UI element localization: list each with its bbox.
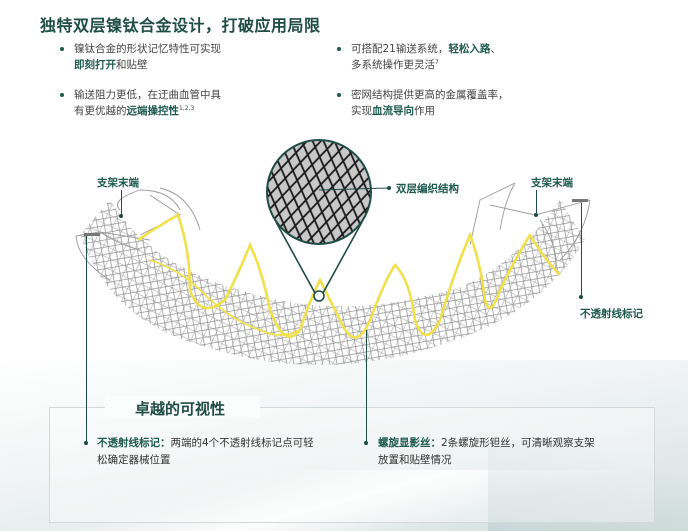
visibility-item-label: 螺旋显影丝： xyxy=(378,437,441,449)
visibility-item-marker: 不透射线标记：两端的4个不透射线标记点可轻 松确定器械位置 xyxy=(97,435,347,469)
visibility-item-text: 放置和贴壁情况 xyxy=(378,454,452,466)
leader-line xyxy=(581,203,582,297)
marker-left xyxy=(84,233,100,236)
feature-text: 作用 xyxy=(414,105,435,117)
feature-text: 多系统操作更灵活 xyxy=(351,59,435,71)
leader-line xyxy=(536,190,537,215)
feature-list-right: 可搭配21输送系统，轻松入路、 多系统操作更灵活7 密网结构提供更高的金属覆盖率… xyxy=(335,41,595,133)
label-stent-end-left: 支架末端 xyxy=(97,177,139,189)
visibility-item-text: 两端的4个不透射线标记点可轻 xyxy=(170,437,314,449)
citation: 1,2,3 xyxy=(179,105,195,112)
visibility-title: 卓越的可视性 xyxy=(135,400,226,418)
feature-text: 密网结构提供更高的金属覆盖率， xyxy=(351,89,509,101)
feature-text: 有更优越的 xyxy=(74,105,127,117)
feature-highlight: 血流导向 xyxy=(372,105,414,117)
stent-diagram xyxy=(75,139,591,365)
feature-highlight: 轻松入路 xyxy=(448,43,491,55)
leader-dot xyxy=(364,441,368,445)
label-braid-structure: 双层编织结构 xyxy=(396,183,459,195)
visibility-item-helix: 螺旋显影丝：2条螺旋形钽丝，可清晰观察支架 放置和贴壁情况 xyxy=(378,435,648,469)
visibility-panel xyxy=(49,407,655,523)
visibility-item-text: 松确定器械位置 xyxy=(97,454,171,466)
visibility-title-bg xyxy=(105,396,260,418)
leader-dot xyxy=(579,295,583,299)
feature-list-left: 镍钛合金的形状记忆特性可实现 即刻打开和贴壁 输送阻力更低，在迂曲血管中具 有更… xyxy=(58,41,298,133)
marker-right xyxy=(572,199,588,202)
helix-wire xyxy=(137,213,561,339)
leader-line xyxy=(86,236,87,443)
feature-item: 镍钛合金的形状记忆特性可实现 即刻打开和贴壁 xyxy=(58,41,298,73)
feature-text: 可搭配21输送系统， xyxy=(351,43,449,55)
page-title: 独特双层镍钛合金设计，打破应用局限 xyxy=(40,16,321,35)
feature-text: 输送阻力更低，在迂曲血管中具 xyxy=(74,89,221,101)
feature-text: 镍钛合金的形状记忆特性可实现 xyxy=(74,43,221,55)
braid-magnifier xyxy=(266,139,391,302)
feature-text: 实现 xyxy=(351,105,372,117)
stent-end-right xyxy=(469,182,591,271)
visibility-item-text: 2条螺旋形钽丝，可清晰观察支架 xyxy=(441,437,595,449)
visibility-item-label: 不透射线标记： xyxy=(97,437,171,449)
leader-dot xyxy=(84,441,88,445)
feature-item: 输送阻力更低，在迂曲血管中具 有更优越的远端操控性1,2,3 xyxy=(58,87,298,119)
citation: 7 xyxy=(435,59,439,66)
label-stent-end-right: 支架末端 xyxy=(531,177,573,189)
leader-dot xyxy=(119,214,123,218)
feature-item: 可搭配21输送系统，轻松入路、 多系统操作更灵活7 xyxy=(335,41,595,73)
feature-text: 、 xyxy=(490,43,501,55)
feature-highlight: 远端操控性 xyxy=(126,105,180,117)
leader-dot xyxy=(534,213,538,217)
feature-highlight: 即刻打开 xyxy=(74,59,116,71)
leader-line xyxy=(366,330,367,443)
label-radiopaque-marker: 不透射线标记 xyxy=(580,308,643,320)
leader-line xyxy=(121,190,122,216)
feature-item: 密网结构提供更高的金属覆盖率， 实现血流导向作用 xyxy=(335,87,595,119)
helix-wire xyxy=(149,258,301,337)
feature-text: 和贴壁 xyxy=(116,59,148,71)
